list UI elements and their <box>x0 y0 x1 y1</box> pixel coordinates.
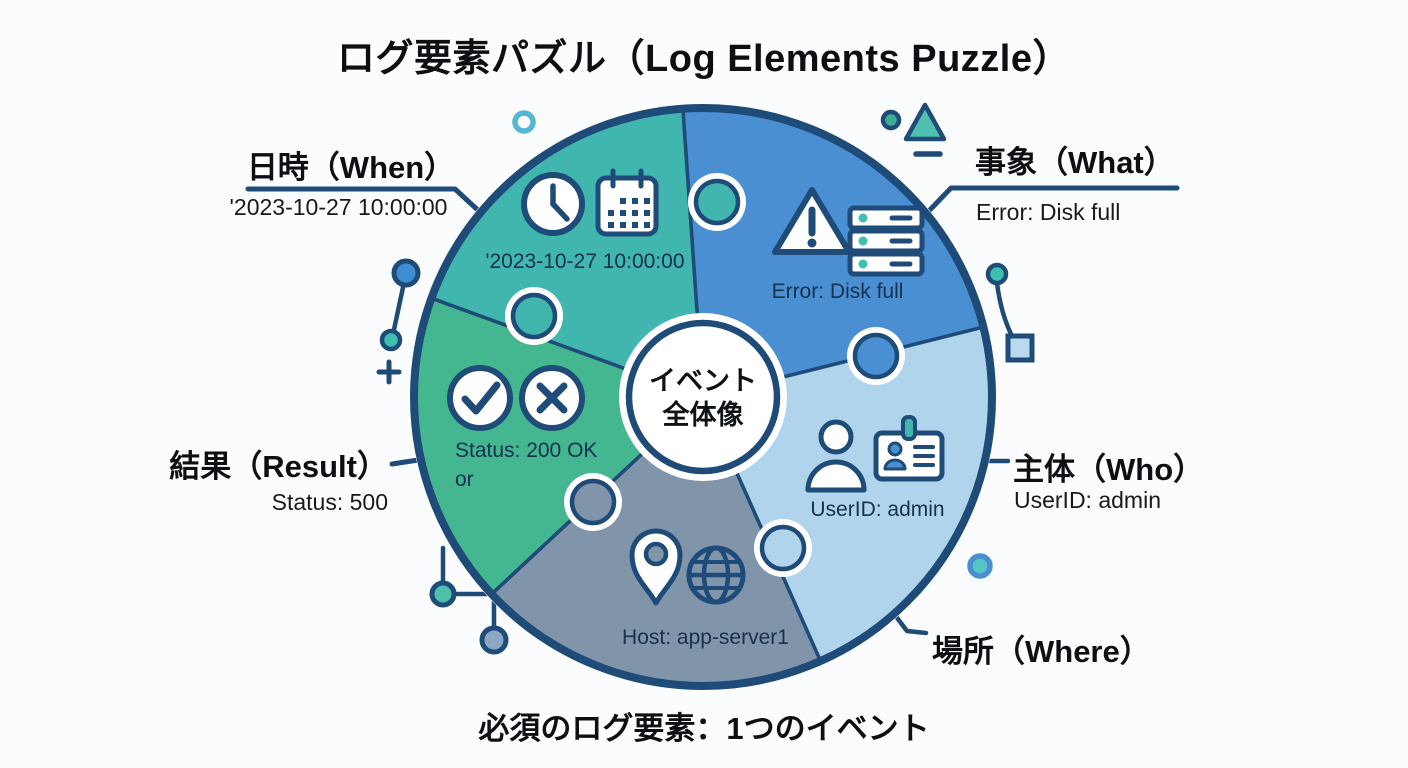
deco-blue-dot-icon <box>391 258 421 288</box>
knob-when-result <box>510 292 558 340</box>
deco-plus-icon <box>376 359 402 385</box>
where-label: 場所（Where） <box>932 634 1151 669</box>
result-label: 結果（Result） <box>169 449 388 484</box>
result-segment-value-line1: Status: 200 OK <box>455 439 598 462</box>
clock-icon <box>521 172 585 236</box>
knob-who-where <box>759 524 807 572</box>
deco-circuit-teal-node-icon <box>429 580 457 608</box>
what-label: 事象（What） <box>975 145 1175 180</box>
where-segment-value: Host: app-server1 <box>622 626 789 649</box>
who-segment-value: UserID: admin <box>810 498 945 521</box>
center-circle <box>625 319 781 475</box>
deco-teal-dot-left-icon <box>379 328 403 352</box>
result-label-value: Status: 500 <box>271 489 388 515</box>
deco-circuit-gray-node-icon <box>479 625 509 655</box>
knob-where-result <box>569 478 617 526</box>
what-connector-line <box>923 185 1180 217</box>
deco-bottom-right-dot-icon <box>967 553 993 579</box>
id-card-icon <box>873 415 945 482</box>
deco-ring-icon <box>512 110 536 134</box>
deco-teal-dot-right-icon <box>985 262 1009 286</box>
center-label-line2: 全体像 <box>662 400 744 430</box>
server-stack-icon <box>847 205 925 277</box>
who-label-value: UserID: admin <box>1014 487 1161 513</box>
page-title: ログ要素パズル（Log Elements Puzzle） <box>337 38 1071 80</box>
knob-what-who <box>852 332 900 380</box>
what-segment-value: Error: Disk full <box>771 280 904 303</box>
globe-icon <box>686 545 746 605</box>
deco-triangle-icon <box>903 102 947 142</box>
when-label-value: '2023-10-27 10:00:00 <box>229 194 448 220</box>
person-icon <box>805 419 867 493</box>
puzzle-outer-ring <box>410 104 996 690</box>
bottom-caption: 必須のログ要素：1つのイベント <box>478 711 930 746</box>
who-label: 主体（Who） <box>1013 452 1205 487</box>
deco-green-dot-icon <box>880 109 902 131</box>
check-circle-icon <box>447 365 513 431</box>
deco-square-icon <box>1005 333 1035 363</box>
knob-when-what <box>693 178 741 226</box>
what-label-value: Error: Disk full <box>976 199 1121 225</box>
warning-icon <box>772 187 852 255</box>
location-pin-icon <box>629 528 683 606</box>
calendar-icon <box>595 168 659 237</box>
center-label: イベント 全体像 <box>628 364 778 432</box>
deco-left-link-line <box>389 277 408 340</box>
when-segment-value: '2023-10-27 10:00:00 <box>485 250 685 273</box>
when-label: 日時（When） <box>246 150 456 185</box>
x-circle-icon <box>519 365 585 431</box>
center-label-line1: イベント <box>649 366 757 396</box>
puzzle-knobs <box>505 173 905 577</box>
result-segment-value-line2: or <box>455 468 474 491</box>
deco-right-link-line <box>994 282 1015 340</box>
